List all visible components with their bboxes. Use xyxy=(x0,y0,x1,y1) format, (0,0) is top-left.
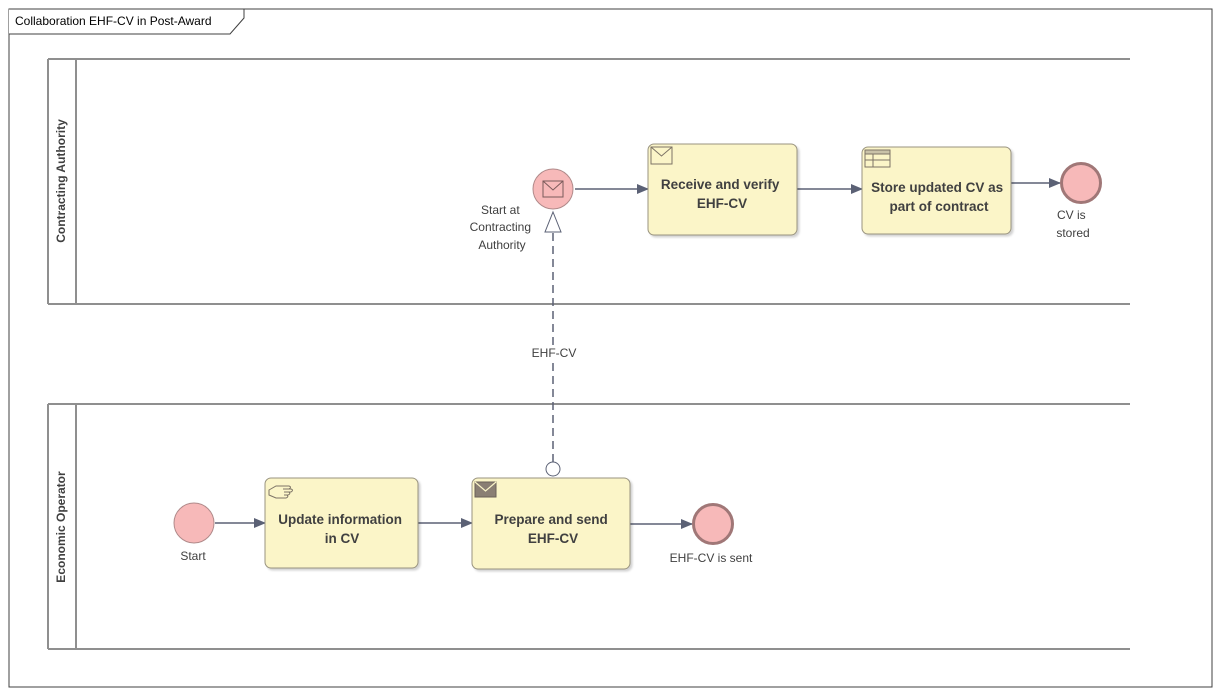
task-prepare-and-send[interactable]: Prepare and send EHF-CV xyxy=(471,477,631,570)
message-flow-arrowhead xyxy=(544,210,562,233)
sequence-flows xyxy=(215,178,1061,529)
envelope-outline-icon xyxy=(650,146,673,165)
event-start-contracting-authority[interactable]: Start at Contracting Authority xyxy=(470,168,574,252)
task-label: Prepare and send EHF-CV xyxy=(494,512,611,546)
message-flow-label: EHF-CV xyxy=(532,346,577,360)
envelope-filled-icon xyxy=(474,481,497,498)
lane-economic-operator[interactable]: Economic Operator xyxy=(47,403,1130,650)
message-flow-ehf-cv[interactable]: EHF-CV xyxy=(528,210,578,477)
task-update-information[interactable]: Update information in CV xyxy=(264,477,419,569)
event-label: Start xyxy=(180,549,206,563)
event-end-cv-stored[interactable]: CV is stored xyxy=(1056,162,1102,241)
envelope-icon xyxy=(542,180,564,198)
message-flow-source-circle xyxy=(545,461,561,477)
task-receive-and-verify[interactable]: Receive and verify EHF-CV xyxy=(647,143,798,236)
event-label: CV is stored xyxy=(1056,208,1089,240)
event-end-ehf-cv-sent[interactable]: EHF-CV is sent xyxy=(670,503,753,566)
task-label: Update information in CV xyxy=(278,512,406,546)
diagram-frame: Collaboration EHF-CV in Post-Award xyxy=(8,8,1213,688)
event-start[interactable]: Start xyxy=(173,502,215,563)
event-label: EHF-CV is sent xyxy=(670,551,753,565)
lane-label-economic-operator: Economic Operator xyxy=(54,471,68,583)
task-label: Receive and verify EHF-CV xyxy=(661,177,783,211)
task-label: Store updated CV as part of contract xyxy=(871,180,1007,214)
hand-icon xyxy=(268,485,293,499)
lane-label-contracting-authority: Contracting Authority xyxy=(54,119,68,243)
task-store-updated-cv[interactable]: Store updated CV as part of contract xyxy=(861,146,1012,235)
diagram-title: Collaboration EHF-CV in Post-Award xyxy=(15,14,212,28)
lane-contracting-authority[interactable]: Contracting Authority xyxy=(47,58,1130,305)
table-icon xyxy=(864,149,891,168)
event-label: Start at Contracting Authority xyxy=(470,203,535,252)
